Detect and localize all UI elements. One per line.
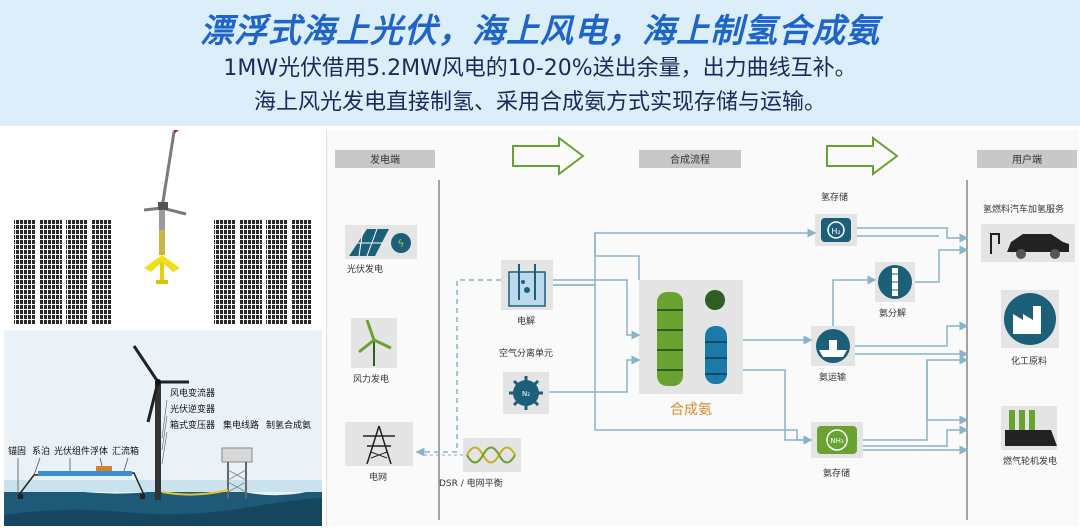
fcv-refuel-label: 氢燃料汽车加氢服务 — [983, 203, 1064, 215]
ammonia-storage-node: NH₃ 氨存储 — [811, 422, 863, 479]
chemical-material-node: 化工原料 — [1001, 290, 1059, 367]
label-pv-inverter: 光伏逆变器 — [170, 403, 215, 415]
offshore-cross-section: 风电变流器 光伏逆变器 箱式变压器 集电线路 制氢合成氨 锚固 系泊 光伏组件 … — [4, 330, 322, 526]
air-separation-node: 空气分离单元 N₂ — [499, 347, 553, 414]
section-label-generation: 发电端 — [370, 153, 400, 166]
air-separation-label: 空气分离单元 — [499, 347, 553, 359]
label-box-transformer: 箱式变压器 — [170, 419, 215, 431]
gas-turbine-label: 燃气轮机发电 — [1003, 455, 1057, 467]
label-wind-converter: 风电变流器 — [170, 387, 215, 399]
flow-arrow-1 — [512, 136, 585, 176]
flow-connectors — [549, 227, 969, 455]
hydrogen-platform — [221, 447, 253, 498]
section-header-generation — [335, 150, 435, 168]
fcv-refuel-node: 氢燃料汽车加氢服务 — [981, 203, 1075, 262]
label-collection-line: 集电线路 — [223, 419, 259, 431]
wind-generation-node: 风力发电 — [351, 318, 397, 385]
cross-section-svg: 风电变流器 光伏逆变器 箱式变压器 集电线路 制氢合成氨 锚固 系泊 光伏组件 … — [4, 330, 322, 526]
h2-storage-node: 氢存储 H₂ — [815, 191, 857, 246]
section-label-user: 用户端 — [1012, 153, 1042, 166]
dsr-label: DSR / 电网平衡 — [439, 477, 503, 489]
section-label-synthesis: 合成流程 — [670, 153, 710, 166]
pv-array-left — [14, 220, 112, 325]
ammonia-storage-label: 氨存储 — [823, 467, 850, 479]
label-combiner-box: 汇流箱 — [112, 445, 139, 457]
dsr-node: DSR / 电网平衡 — [439, 438, 521, 489]
h2-badge: H₂ — [831, 227, 840, 236]
subtitle-line-1: 1MW光伏借用5.2MW风电的10-20%送出余量，出力曲线互补。 — [223, 56, 857, 81]
floating-pv-wind-svg — [14, 126, 312, 325]
grid-node: 电网 — [345, 422, 413, 483]
svg-text:ϟ: ϟ — [397, 237, 404, 250]
label-pv-module: 光伏组件 — [54, 445, 90, 457]
process-flow-diagram: 发电端 合成流程 用户端 ϟ 光伏发电 风力发电 — [326, 130, 1079, 526]
process-flow-svg: 发电端 合成流程 用户端 ϟ 光伏发电 风力发电 — [335, 136, 1077, 520]
synthesis-ammonia-label: 合成氨 — [670, 402, 712, 418]
ammonia-decomposition-node: 氨分解 — [875, 262, 915, 319]
subtitle-line-2: 海上风光发电直接制氢、采用合成氨方式实现存储与运输。 — [253, 90, 826, 115]
floating-wind-turbine — [143, 126, 187, 284]
h2-storage-label: 氢存储 — [821, 191, 848, 203]
header-banner: 漂浮式海上光伏，海上风电，海上制氢合成氨 1MW光伏借用5.2MW风电的10-2… — [0, 0, 1080, 126]
electrolysis-label: 电解 — [517, 315, 535, 327]
synthesis-ammonia-node: 合成氨 — [639, 280, 743, 418]
gas-turbine-node: 燃气轮机发电 — [1001, 406, 1057, 467]
ammonia-decomposition-label: 氨分解 — [879, 307, 906, 319]
page-title: 漂浮式海上光伏，海上风电，海上制氢合成氨 — [200, 11, 880, 50]
pv-array-right — [214, 220, 312, 325]
section-header-user — [977, 150, 1077, 168]
grid-label: 电网 — [369, 471, 387, 483]
flow-arrow-2 — [826, 136, 899, 176]
label-anchor: 锚固 — [8, 445, 26, 457]
fixed-wind-turbine — [132, 345, 189, 500]
pv-generation-label: 光伏发电 — [347, 263, 383, 275]
ammonia-transport-node: 氨运输 — [811, 326, 855, 383]
pv-generation-node: ϟ 光伏发电 — [345, 225, 417, 275]
wind-generation-label: 风力发电 — [353, 373, 389, 385]
label-hydrogen-ammonia: 制氢合成氨 — [266, 419, 311, 431]
floating-pv-wind-illustration — [4, 126, 322, 330]
label-mooring: 系泊 — [32, 446, 50, 457]
dashed-grid-connector — [415, 279, 501, 457]
chemical-material-label: 化工原料 — [1011, 355, 1047, 367]
label-float: 浮体 — [90, 445, 108, 457]
n2-badge: N₂ — [522, 390, 530, 398]
section-header-synthesis — [639, 150, 741, 168]
electrolysis-node: 电解 — [501, 260, 553, 327]
nh3-badge: NH₃ — [830, 437, 844, 445]
ammonia-transport-label: 氨运输 — [819, 371, 846, 383]
